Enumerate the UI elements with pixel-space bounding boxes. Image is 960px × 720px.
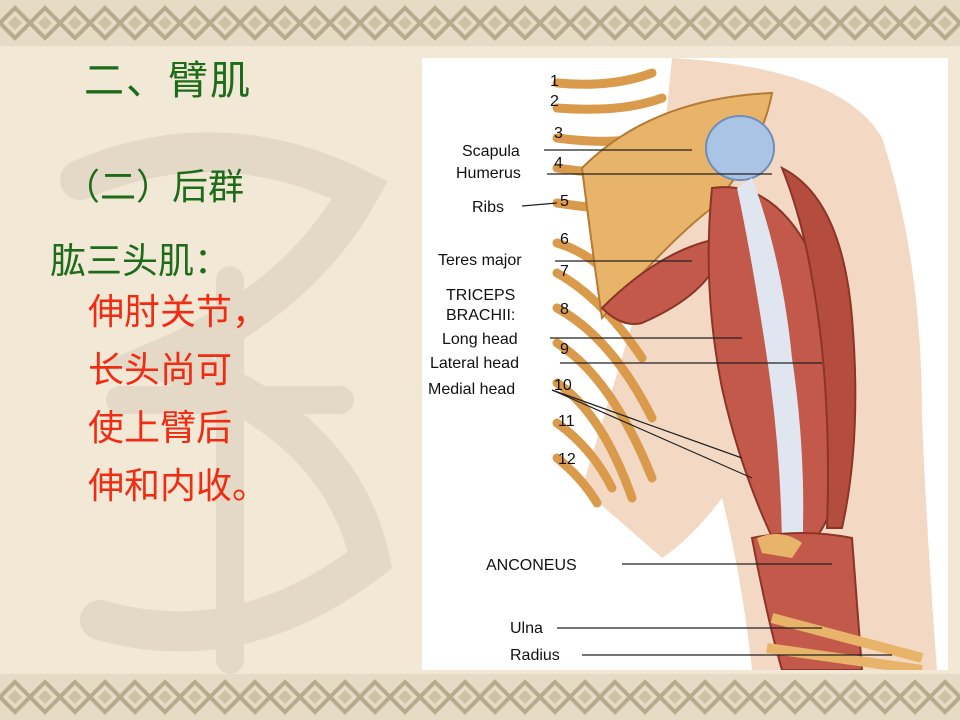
description-line: 伸和内收。 — [88, 466, 269, 507]
label-radius: Radius — [510, 647, 560, 664]
section-subtitle: （二）后群 — [64, 167, 245, 208]
rib-number: 4 — [554, 155, 563, 172]
label-anconeus: ANCONEUS — [486, 557, 577, 574]
label-teres-major: Teres major — [438, 252, 522, 269]
top-ornament-border — [0, 0, 960, 46]
anatomy-figure: 1 2 3 4 5 6 7 8 9 10 11 12 Scapula Humer… — [422, 58, 948, 670]
label-medial-head: Medial head — [428, 381, 515, 398]
rib-number: 5 — [560, 193, 569, 210]
rib-number: 11 — [558, 413, 575, 430]
description-line: 使上臂后 — [88, 408, 233, 449]
label-scapula: Scapula — [462, 143, 520, 160]
olecranon-shape — [757, 534, 802, 558]
rib-number-labels: 1 2 3 4 5 6 7 8 9 10 11 12 — [550, 73, 576, 468]
leader-lines — [521, 149, 892, 656]
rib-number: 7 — [560, 263, 569, 280]
triceps-lateral-head-shape — [780, 165, 857, 529]
label-lateral-head: Lateral head — [430, 355, 519, 372]
function-description: 伸肘关节， 长头尚可 使上臂后 伸和内收。 — [88, 284, 268, 516]
description-line: 长头尚可 — [88, 350, 233, 391]
forearm-bones-shape — [766, 613, 924, 670]
rib-number: 6 — [560, 231, 569, 248]
label-ribs: Ribs — [472, 199, 504, 216]
humerus-head-shape — [705, 115, 775, 181]
rib-number: 12 — [558, 451, 576, 468]
triceps-tendon-shape — [737, 178, 804, 558]
triceps-illustration: 1 2 3 4 5 6 7 8 9 10 11 12 Scapula Humer… — [428, 58, 937, 670]
label-long-head: Long head — [442, 331, 518, 348]
label-triceps-title: TRICEPS — [446, 287, 515, 304]
slide-title: 二、臂肌 — [84, 58, 252, 104]
rib-number: 8 — [560, 301, 569, 318]
label-triceps-subtitle: BRACHII: — [446, 307, 515, 324]
rib-number: 1 — [550, 73, 559, 90]
muscle-name: 肱三头肌： — [50, 241, 231, 282]
label-humerus: Humerus — [456, 165, 521, 182]
rib-number: 9 — [560, 341, 569, 358]
rib-number: 3 — [554, 125, 563, 142]
label-ulna: Ulna — [510, 620, 543, 637]
rib-number: 2 — [550, 93, 559, 110]
calligraphy-watermark — [60, 132, 393, 674]
structure-labels: Scapula Humerus Ribs Teres major TRICEPS… — [428, 143, 577, 664]
rib-number: 10 — [554, 377, 572, 394]
description-line: 伸肘关节， — [88, 292, 269, 333]
bottom-ornament-border — [0, 674, 960, 720]
